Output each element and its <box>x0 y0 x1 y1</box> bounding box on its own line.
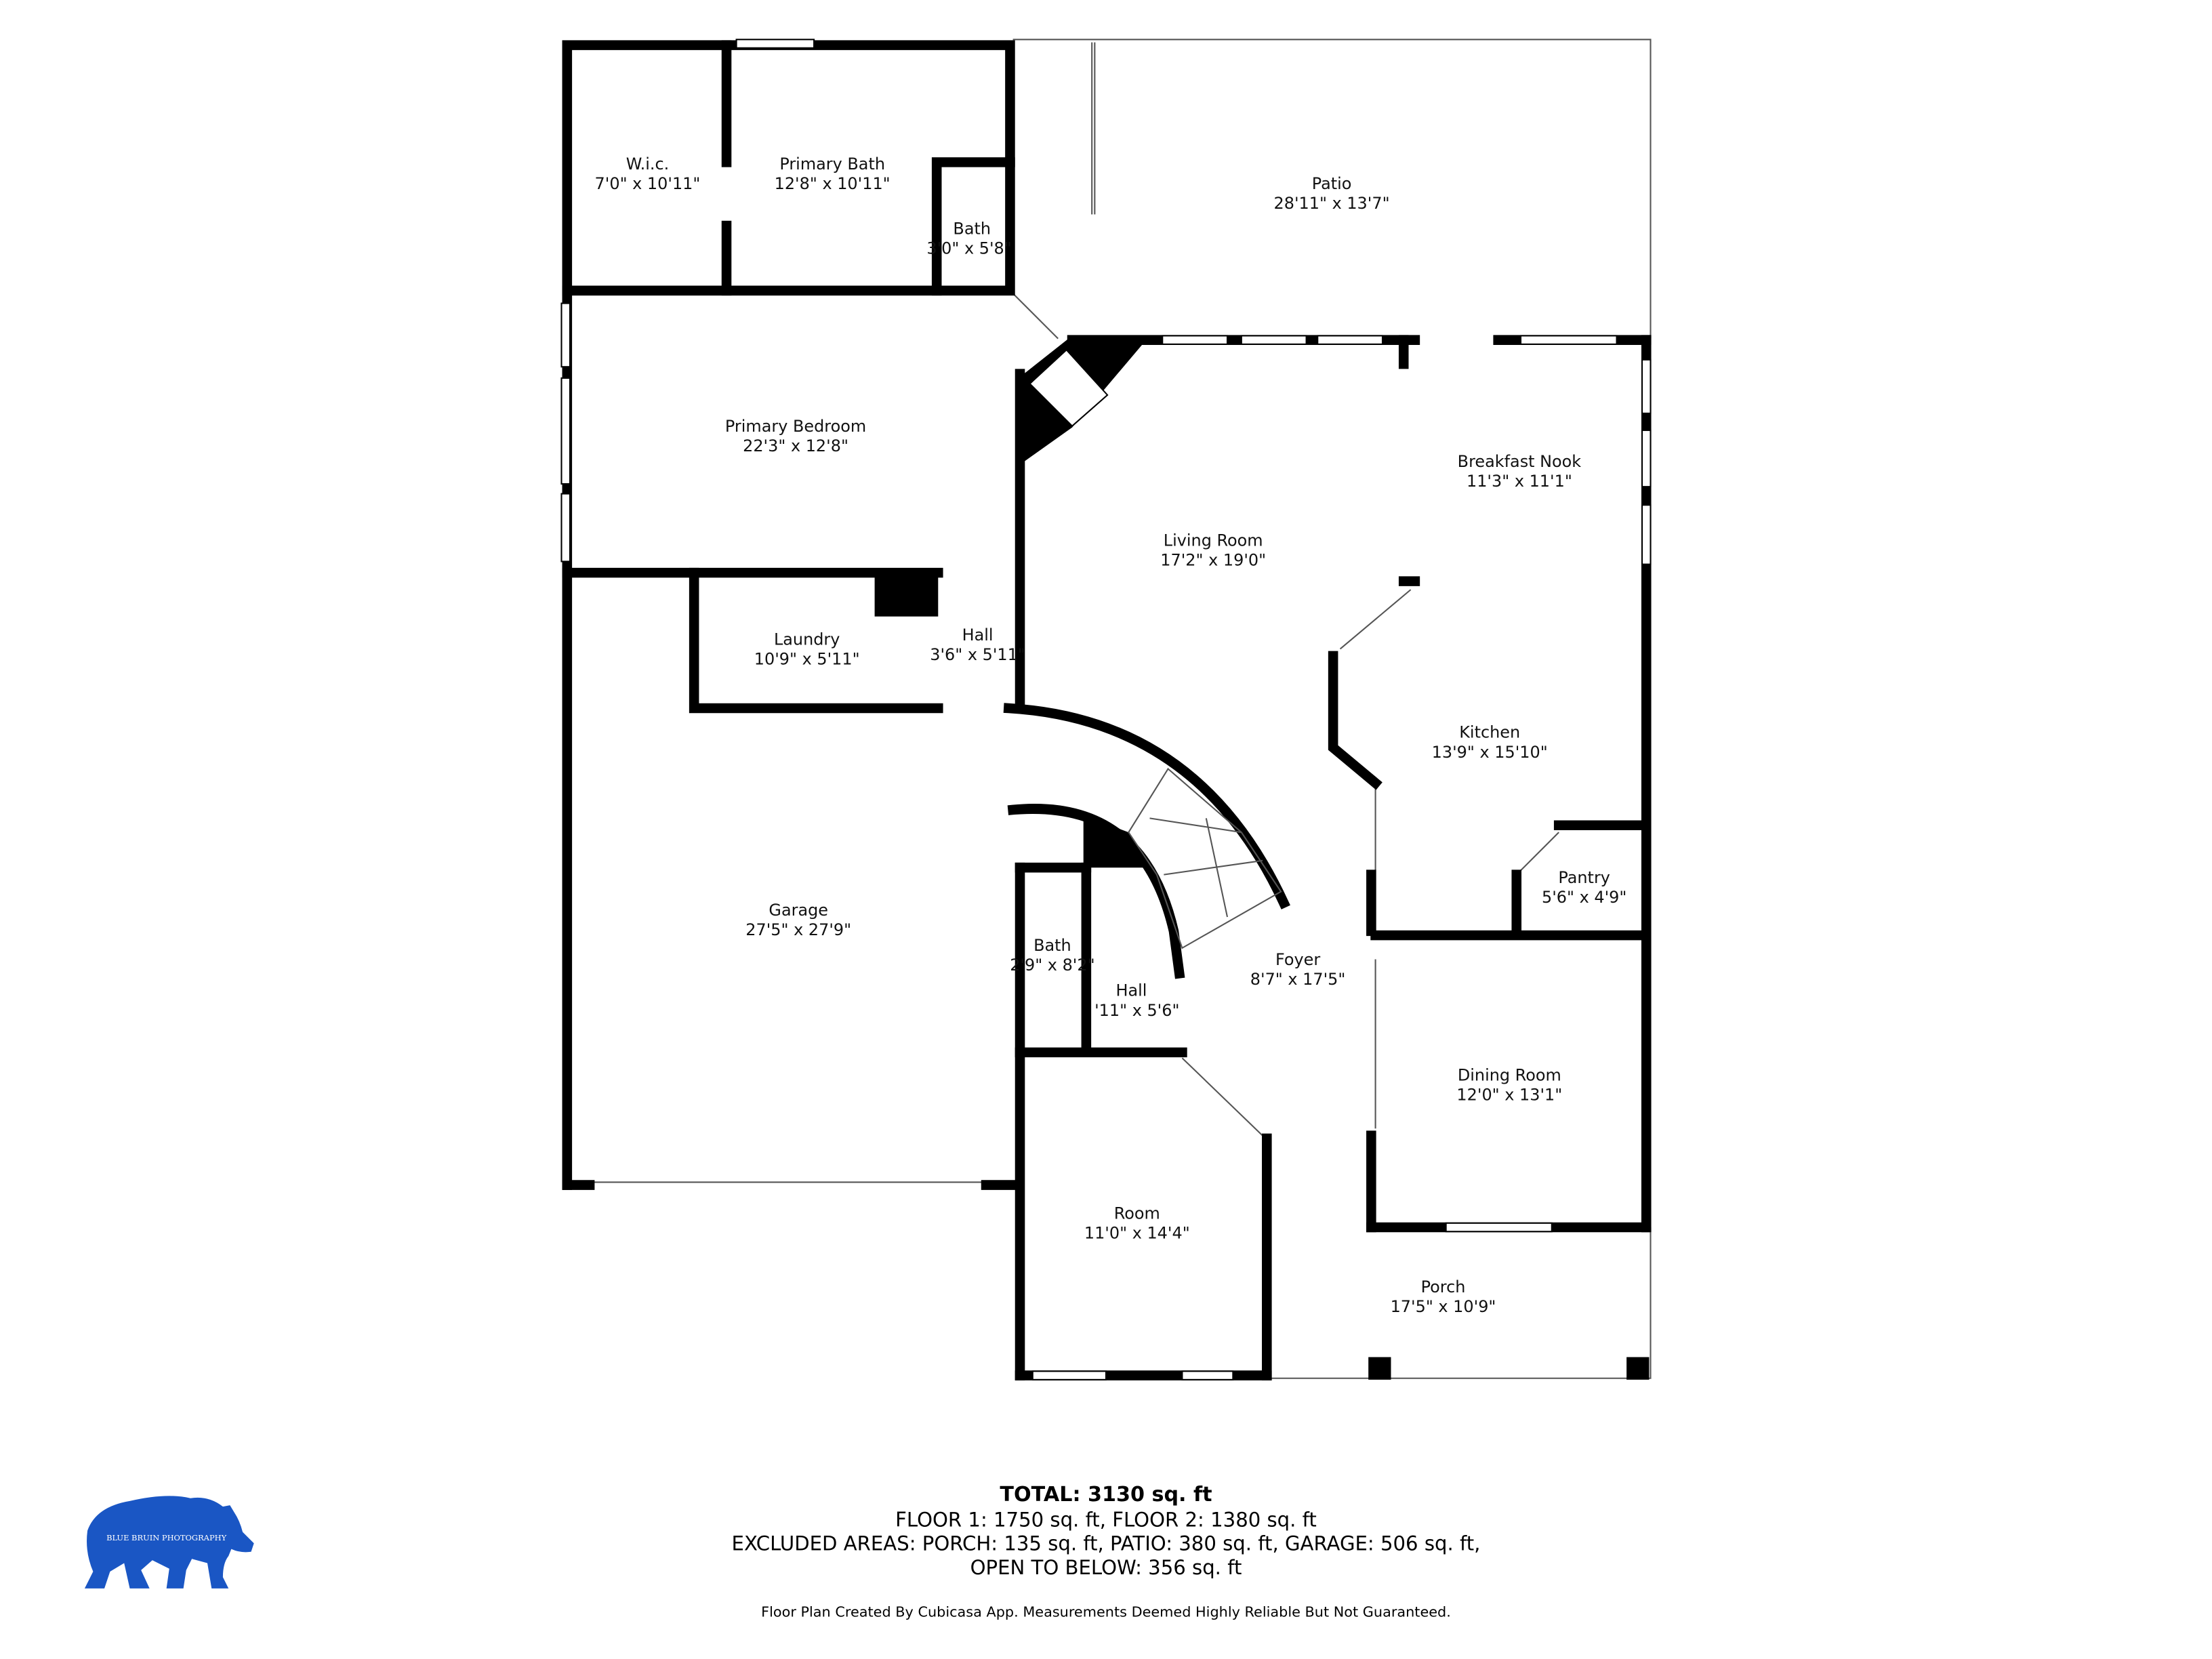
svg-text:Room: Room <box>1114 1204 1160 1223</box>
disclaimer: Floor Plan Created By Cubicasa App. Meas… <box>761 1604 1451 1620</box>
svg-text:Dining Room: Dining Room <box>1458 1066 1561 1085</box>
logo-text: BLUE BRUIN PHOTOGRAPHY <box>106 1533 227 1542</box>
svg-text:Garage: Garage <box>769 901 828 920</box>
svg-text:W.i.c.: W.i.c. <box>626 155 670 173</box>
svg-text:11'3" x 11'1": 11'3" x 11'1" <box>1467 472 1572 491</box>
svg-text:Hall: Hall <box>1115 981 1147 1000</box>
room-wic: W.i.c.7'0" x 10'11" <box>595 155 701 193</box>
room-hall-lower: Hall'11" x 5'6" <box>1094 981 1179 1020</box>
total-area: TOTAL: 3130 sq. ft <box>1000 1483 1212 1507</box>
svg-text:12'8" x 10'11": 12'8" x 10'11" <box>775 174 890 193</box>
stairs <box>1128 767 1282 949</box>
svg-text:Living Room: Living Room <box>1164 531 1263 550</box>
svg-text:Pantry: Pantry <box>1558 868 1610 887</box>
svg-text:Primary Bedroom: Primary Bedroom <box>725 417 866 436</box>
svg-text:13'9" x 15'10": 13'9" x 15'10" <box>1432 743 1548 762</box>
area-summary: TOTAL: 3130 sq. ft FLOOR 1: 1750 sq. ft,… <box>732 1483 1481 1620</box>
floor-areas: FLOOR 1: 1750 sq. ft, FLOOR 2: 1380 sq. … <box>895 1508 1317 1531</box>
svg-text:28'11" x 13'7": 28'11" x 13'7" <box>1274 194 1390 213</box>
svg-text:Porch: Porch <box>1421 1277 1466 1296</box>
svg-text:Breakfast Nook: Breakfast Nook <box>1458 452 1582 471</box>
svg-text:Patio: Patio <box>1312 174 1352 193</box>
blue-bruin-logo: BLUE BRUIN PHOTOGRAPHY <box>84 1496 254 1589</box>
svg-text:17'2" x 19'0": 17'2" x 19'0" <box>1160 551 1266 570</box>
svg-text:Kitchen: Kitchen <box>1459 723 1520 742</box>
walls <box>562 40 1652 1380</box>
svg-text:27'5" x 27'9": 27'5" x 27'9" <box>745 920 851 939</box>
svg-text:'11" x 5'6": '11" x 5'6" <box>1094 1001 1179 1020</box>
svg-text:2'9" x 8'2": 2'9" x 8'2" <box>1010 956 1094 975</box>
svg-text:17'5" x 10'9": 17'5" x 10'9" <box>1391 1297 1496 1316</box>
svg-text:Bath: Bath <box>953 220 991 239</box>
thin-outlines <box>592 39 1652 1379</box>
windows <box>560 39 1652 1380</box>
svg-text:7'0" x 10'11": 7'0" x 10'11" <box>595 174 701 193</box>
svg-text:10'9" x 5'11": 10'9" x 5'11" <box>754 649 860 668</box>
svg-text:Primary Bath: Primary Bath <box>779 155 885 173</box>
svg-text:8'7" x 17'5": 8'7" x 17'5" <box>1250 970 1346 989</box>
svg-text:5'6" x 4'9": 5'6" x 4'9" <box>1542 888 1626 907</box>
open-to-below: OPEN TO BELOW: 356 sq. ft <box>970 1556 1242 1579</box>
svg-text:3'0" x 5'8": 3'0" x 5'8" <box>926 239 1011 258</box>
svg-text:Foyer: Foyer <box>1275 950 1320 969</box>
svg-text:22'3" x 12'8": 22'3" x 12'8" <box>743 436 848 455</box>
svg-text:Bath: Bath <box>1033 936 1071 955</box>
svg-text:Hall: Hall <box>962 626 994 644</box>
svg-text:Laundry: Laundry <box>774 630 840 649</box>
svg-text:12'0" x 13'1": 12'0" x 13'1" <box>1456 1086 1562 1105</box>
excluded-areas: EXCLUDED AREAS: PORCH: 135 sq. ft, PATIO… <box>732 1532 1481 1555</box>
svg-text:3'6" x 5'11": 3'6" x 5'11" <box>930 645 1025 664</box>
svg-text:11'0" x 14'4": 11'0" x 14'4" <box>1084 1224 1190 1243</box>
